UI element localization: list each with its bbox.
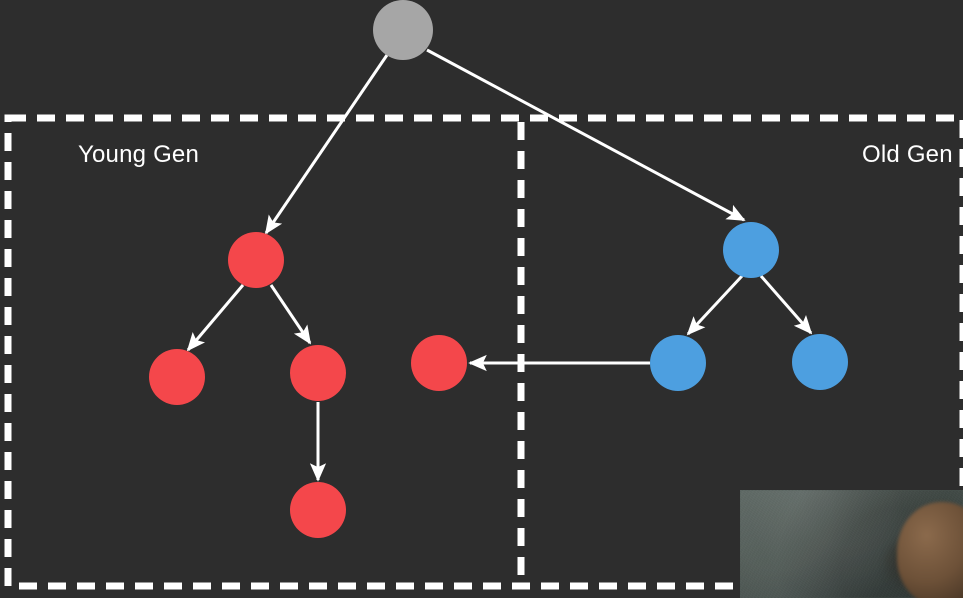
young-gen-leaf-node [290, 482, 346, 538]
old-gen-parent-node [723, 222, 779, 278]
edge-root-to-old-parent [426, 48, 746, 222]
young-gen-label: Young Gen [78, 141, 200, 168]
edge-old-parent-to-right [759, 275, 813, 335]
young-gen-child-right [290, 345, 346, 401]
gc-root-node [373, 0, 433, 60]
old-gen-label: Old Gen [862, 141, 953, 168]
old-gen-child-right [792, 334, 848, 390]
edge-young-parent-to-left [186, 284, 245, 352]
webcam-pip-overlay[interactable] [740, 490, 963, 598]
edge-old-parent-to-left [686, 274, 744, 336]
young-gen-child-left [149, 349, 205, 405]
young-gen-referenced-node [411, 335, 467, 391]
young-gen-parent-node [228, 232, 284, 288]
edge-young-parent-to-right [269, 284, 312, 345]
generations-box [4, 114, 963, 590]
edge-root-to-young-parent [264, 54, 389, 235]
webcam-person-silhouette [897, 502, 963, 598]
old-gen-child-left [650, 335, 706, 391]
